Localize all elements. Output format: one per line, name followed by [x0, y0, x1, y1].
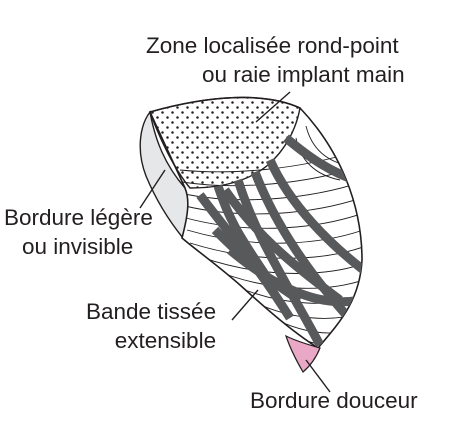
soft-border-region — [284, 334, 321, 373]
leader-bande — [231, 289, 259, 321]
label-bordure-douceur-text: Bordure douceur — [250, 388, 418, 413]
leader-bordure-douceur — [305, 359, 331, 393]
label-bande-line2: extensible — [114, 328, 217, 353]
label-bordure-legere-line2: ou invisible — [22, 234, 134, 259]
leader-zone — [255, 91, 291, 123]
label-zone-line2: ou raie implant main — [202, 62, 405, 87]
label-bande-line1: Bande tissée — [86, 299, 217, 324]
leader-bordure-legere — [139, 169, 166, 209]
label-zone-line1: Zone localisée rond-point — [146, 33, 399, 58]
label-bordure-douceur: Bordure douceur — [250, 386, 418, 415]
woven-bands — [196, 134, 362, 348]
label-bordure-legere-line1: Bordure légère — [4, 205, 153, 230]
label-zone-localisee: Zone localisée rond-point ou raie implan… — [146, 31, 405, 89]
label-bande-tissee: Bande tissée extensible — [86, 297, 216, 355]
label-bordure-legere: Bordure légère ou invisible — [4, 203, 153, 261]
